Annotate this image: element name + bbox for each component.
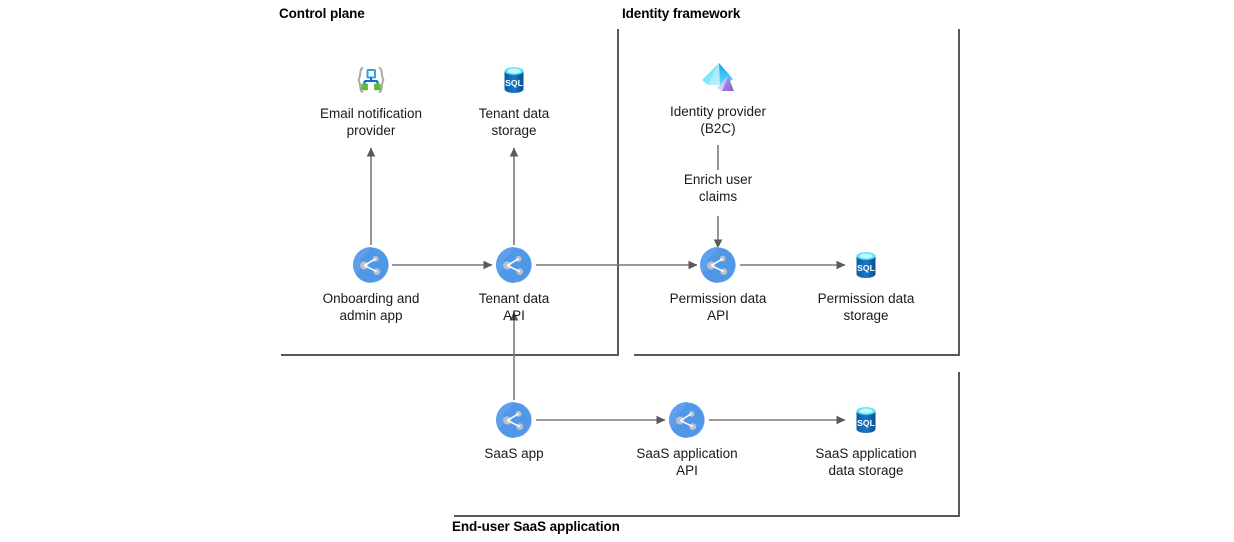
- app-service-icon: [494, 400, 534, 440]
- app-service-icon: [667, 400, 707, 440]
- node-label-permission-data-storage: Permission data storage: [817, 291, 915, 323]
- node-saas-application-data-storage[interactable]: SQL SaaS application data storage: [791, 400, 941, 479]
- node-label-saas-app: SaaS app: [484, 446, 544, 461]
- node-label-saas-application-data-storage: SaaS application data storage: [815, 446, 917, 478]
- svg-text:SQL: SQL: [857, 418, 875, 428]
- logic-apps-icon: [351, 60, 391, 100]
- node-email-notification-provider[interactable]: Email notification provider: [296, 60, 446, 139]
- azure-ad-b2c-icon: [698, 58, 738, 98]
- node-label-tenant-data-storage: Tenant data storage: [478, 106, 550, 138]
- group-panel-identity-framework: [632, 27, 958, 354]
- app-service-icon: [494, 245, 534, 285]
- connector-label-enrich-user-claims: Enrich user claims: [683, 172, 753, 204]
- group-panel-end-user-saas-application: [452, 370, 958, 515]
- node-label-tenant-data-api: Tenant data API: [478, 291, 550, 323]
- group-panel-identity-framework-body: [632, 27, 958, 354]
- group-label-end-user-saas-application: End-user SaaS application: [452, 519, 620, 534]
- node-tenant-data-api[interactable]: Tenant data API: [439, 245, 589, 324]
- app-service-icon: [698, 245, 738, 285]
- node-permission-data-api[interactable]: Permission data API: [643, 245, 793, 324]
- node-onboarding-and-admin-app[interactable]: Onboarding and admin app: [296, 245, 446, 324]
- node-label-onboarding-and-admin-app: Onboarding and admin app: [322, 291, 420, 323]
- node-label-identity-provider-b2c: Identity provider (B2C): [669, 104, 767, 136]
- svg-text:SQL: SQL: [505, 78, 523, 88]
- group-panel-end-user-saas-application-body: [452, 370, 958, 515]
- app-service-icon: [351, 245, 391, 285]
- node-permission-data-storage[interactable]: SQL Permission data storage: [791, 245, 941, 324]
- sql-database-icon: SQL: [494, 60, 534, 100]
- node-saas-application-api[interactable]: SaaS application API: [612, 400, 762, 479]
- node-saas-app[interactable]: SaaS app: [439, 400, 589, 462]
- group-panel-control-plane-body: [279, 27, 617, 354]
- sql-database-icon: SQL: [846, 245, 886, 285]
- node-identity-provider-b2c[interactable]: Identity provider (B2C): [643, 58, 793, 137]
- group-label-control-plane: Control plane: [279, 6, 365, 21]
- node-label-saas-application-api: SaaS application API: [636, 446, 738, 478]
- node-tenant-data-storage[interactable]: SQL Tenant data storage: [439, 60, 589, 139]
- node-label-permission-data-api: Permission data API: [669, 291, 767, 323]
- sql-database-icon: SQL: [846, 400, 886, 440]
- group-panel-control-plane: [279, 27, 617, 354]
- svg-text:SQL: SQL: [857, 263, 875, 273]
- node-label-email-notification-provider: Email notification provider: [319, 106, 423, 138]
- group-label-identity-framework: Identity framework: [622, 6, 741, 21]
